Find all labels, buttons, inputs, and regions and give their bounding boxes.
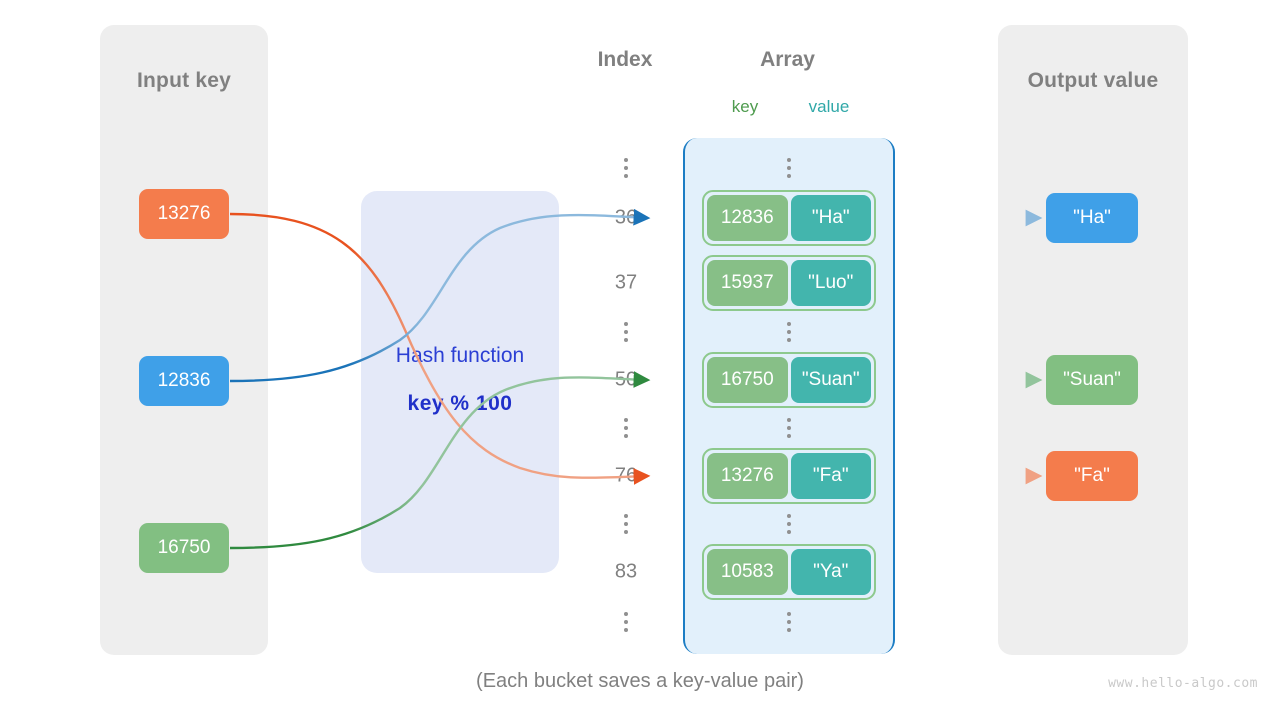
input-key-chip-12836: 12836 <box>139 356 229 406</box>
index-label-83: 83 <box>614 560 638 583</box>
hash-function-box <box>361 191 559 573</box>
bucket-key: 15937 <box>707 260 788 306</box>
site-watermark: www.hello-algo.com <box>1108 676 1258 691</box>
index-ellipsis <box>621 418 631 438</box>
index-ellipsis <box>621 158 631 178</box>
output-value-chip-Fa: "Fa" <box>1046 451 1138 501</box>
bucket-value: "Suan" <box>790 357 871 403</box>
bucket-key: 13276 <box>707 453 788 499</box>
bucket-10583: 10583"Ya" <box>702 544 876 600</box>
index-label-37: 37 <box>614 271 638 294</box>
output-value-chip-Suan: "Suan" <box>1046 355 1138 405</box>
array-ellipsis <box>784 612 794 632</box>
index-label-36: 36 <box>614 206 638 229</box>
index-ellipsis <box>621 514 631 534</box>
array-column-heading: Array <box>760 48 815 71</box>
bucket-13276: 13276"Fa" <box>702 448 876 504</box>
bucket-12836: 12836"Ha" <box>702 190 876 246</box>
diagram-caption: (Each bucket saves a key-value pair) <box>476 670 804 692</box>
index-column-heading: Index <box>597 48 653 71</box>
value-subheading: value <box>808 97 850 116</box>
array-ellipsis <box>784 514 794 534</box>
bucket-key: 10583 <box>707 549 788 595</box>
input-key-chip-16750: 16750 <box>139 523 229 573</box>
input-key-chip-13276: 13276 <box>139 189 229 239</box>
bucket-key: 16750 <box>707 357 788 403</box>
bucket-value: "Ya" <box>790 549 871 595</box>
array-ellipsis <box>784 158 794 178</box>
bucket-key: 12836 <box>707 195 788 241</box>
input-key-panel-title: Input key <box>137 69 231 92</box>
output-value-panel-title: Output value <box>1027 69 1159 92</box>
hash-function-label: Hash function <box>395 344 525 367</box>
bucket-value: "Fa" <box>790 453 871 499</box>
array-ellipsis <box>784 418 794 438</box>
index-label-76: 76 <box>614 464 638 487</box>
index-ellipsis <box>621 322 631 342</box>
index-ellipsis <box>621 612 631 632</box>
output-value-panel: Output value <box>998 25 1188 655</box>
array-ellipsis <box>784 322 794 342</box>
bucket-value: "Luo" <box>790 260 871 306</box>
index-label-50: 50 <box>614 368 638 391</box>
bucket-16750: 16750"Suan" <box>702 352 876 408</box>
bucket-value: "Ha" <box>790 195 871 241</box>
hash-function-formula: key % 100 <box>407 392 513 415</box>
output-value-chip-Ha: "Ha" <box>1046 193 1138 243</box>
key-subheading: key <box>731 97 759 116</box>
bucket-15937: 15937"Luo" <box>702 255 876 311</box>
